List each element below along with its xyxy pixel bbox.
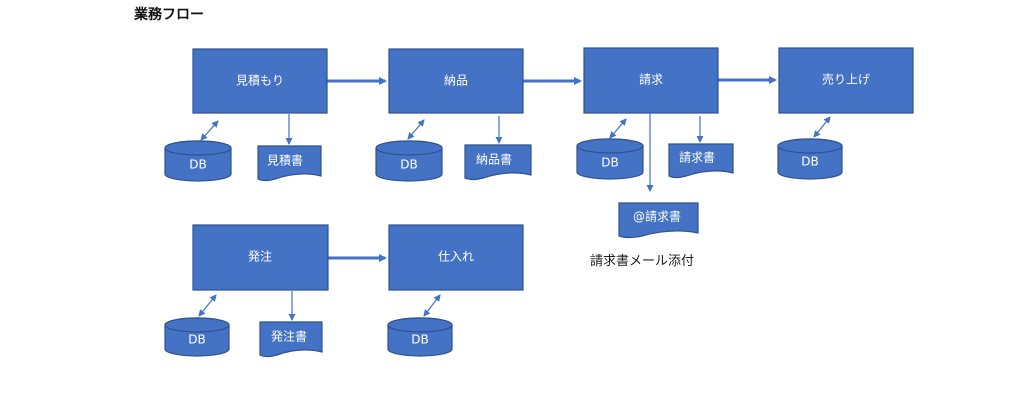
db-estimate[interactable]: DB: [164, 140, 232, 182]
db-link-estimate: [200, 120, 219, 141]
process-invoice[interactable]: 請求: [583, 47, 719, 114]
doc-order[interactable]: 発注書: [259, 321, 323, 358]
db-sales-label: DB: [801, 155, 818, 169]
diagram-title: 業務フロー: [134, 7, 204, 23]
db-order[interactable]: DB: [164, 317, 230, 357]
db-link-purchase: [423, 294, 441, 317]
process-order[interactable]: 発注: [192, 224, 329, 291]
doc-invoice-mail[interactable]: @請求書: [618, 202, 699, 239]
db-purchase[interactable]: DB: [387, 317, 453, 357]
doc-order-label: 発注書: [271, 329, 307, 344]
db-link-invoice: [609, 118, 627, 139]
process-sales-label: 売り上げ: [822, 72, 870, 87]
doc-invoice-label: 請求書: [679, 151, 715, 165]
process-estimate[interactable]: 見積もり: [192, 48, 328, 114]
doc-estimate[interactable]: 見積書: [257, 145, 322, 182]
doc-invoice[interactable]: 請求書: [668, 143, 734, 179]
process-purchase-label: 仕入れ: [438, 250, 474, 264]
db-delivery[interactable]: DB: [375, 140, 443, 182]
doc-delivery-label: 納品書: [476, 153, 512, 167]
db-purchase-label: DB: [411, 333, 428, 347]
process-sales[interactable]: 売り上げ: [778, 47, 914, 114]
db-estimate-label: DB: [189, 158, 206, 172]
doc-estimate-label: 見積書: [267, 153, 303, 168]
db-order-label: DB: [188, 333, 205, 347]
db-invoice[interactable]: DB: [576, 138, 644, 180]
doc-invoice-mail-label: @請求書: [633, 210, 681, 224]
db-link-sales: [813, 116, 831, 138]
db-invoice-label: DB: [601, 156, 618, 170]
db-link-delivery: [407, 119, 425, 140]
process-estimate-label: 見積もり: [236, 73, 284, 88]
process-order-label: 発注: [248, 249, 272, 264]
process-purchase[interactable]: 仕入れ: [388, 224, 524, 291]
db-sales[interactable]: DB: [777, 138, 843, 180]
doc-delivery[interactable]: 納品書: [464, 144, 532, 181]
db-delivery-label: DB: [400, 158, 417, 172]
db-link-order: [198, 294, 217, 317]
process-delivery-label: 納品: [444, 74, 468, 88]
process-delivery[interactable]: 納品: [388, 48, 524, 114]
invoice-mail-caption: 請求書メール添付: [590, 254, 695, 269]
process-invoice-label: 請求: [639, 73, 663, 87]
